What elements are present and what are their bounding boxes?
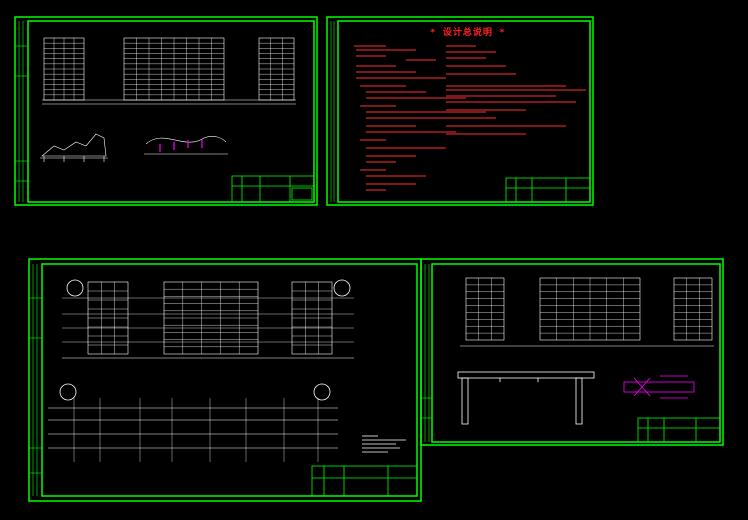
grid-circle-icon — [59, 383, 77, 401]
title-block — [637, 417, 721, 443]
sheet-inner-frame — [41, 263, 418, 497]
design-notes-title: * 设计总说明 * — [430, 25, 506, 38]
sheet-outer-frame — [420, 258, 724, 446]
design-notes-title-text: 设计总说明 — [442, 28, 493, 38]
column-grid-marks — [59, 279, 351, 401]
title-block — [231, 175, 315, 203]
section-drawing-right — [144, 136, 228, 155]
design-notes-text-lines — [354, 45, 586, 191]
foundation-plan-lower — [48, 407, 338, 449]
grid-circle-icon — [313, 383, 331, 401]
sheet-detail[interactable] — [420, 258, 724, 446]
sheet-outer-frame — [14, 16, 318, 206]
sheet-plans[interactable] — [28, 258, 422, 502]
rear-elevation-drawing — [460, 277, 714, 347]
asterisk-icon: * — [430, 28, 437, 38]
beam-section-drawing — [457, 371, 595, 425]
rebar-detail-drawing — [623, 375, 695, 399]
title-block — [505, 177, 591, 203]
grid-circle-icon — [66, 279, 84, 297]
sheet-inner-frame — [431, 263, 721, 443]
title-block — [311, 465, 418, 497]
sheet-inner-frame — [337, 20, 591, 203]
sheet-outer-frame — [326, 16, 594, 206]
section-rebar-marks — [159, 140, 203, 152]
front-elevation-drawing — [42, 37, 296, 105]
sheet-design-notes[interactable]: * 设计总说明 * — [326, 16, 594, 206]
sheet-inner-frame — [27, 20, 315, 203]
grid-circle-icon — [333, 279, 351, 297]
sheet-elevations[interactable] — [14, 16, 318, 206]
plan-notes — [362, 435, 406, 453]
binding-strip — [15, 21, 28, 202]
section-drawing-left — [40, 133, 108, 162]
asterisk-icon: * — [499, 28, 506, 38]
